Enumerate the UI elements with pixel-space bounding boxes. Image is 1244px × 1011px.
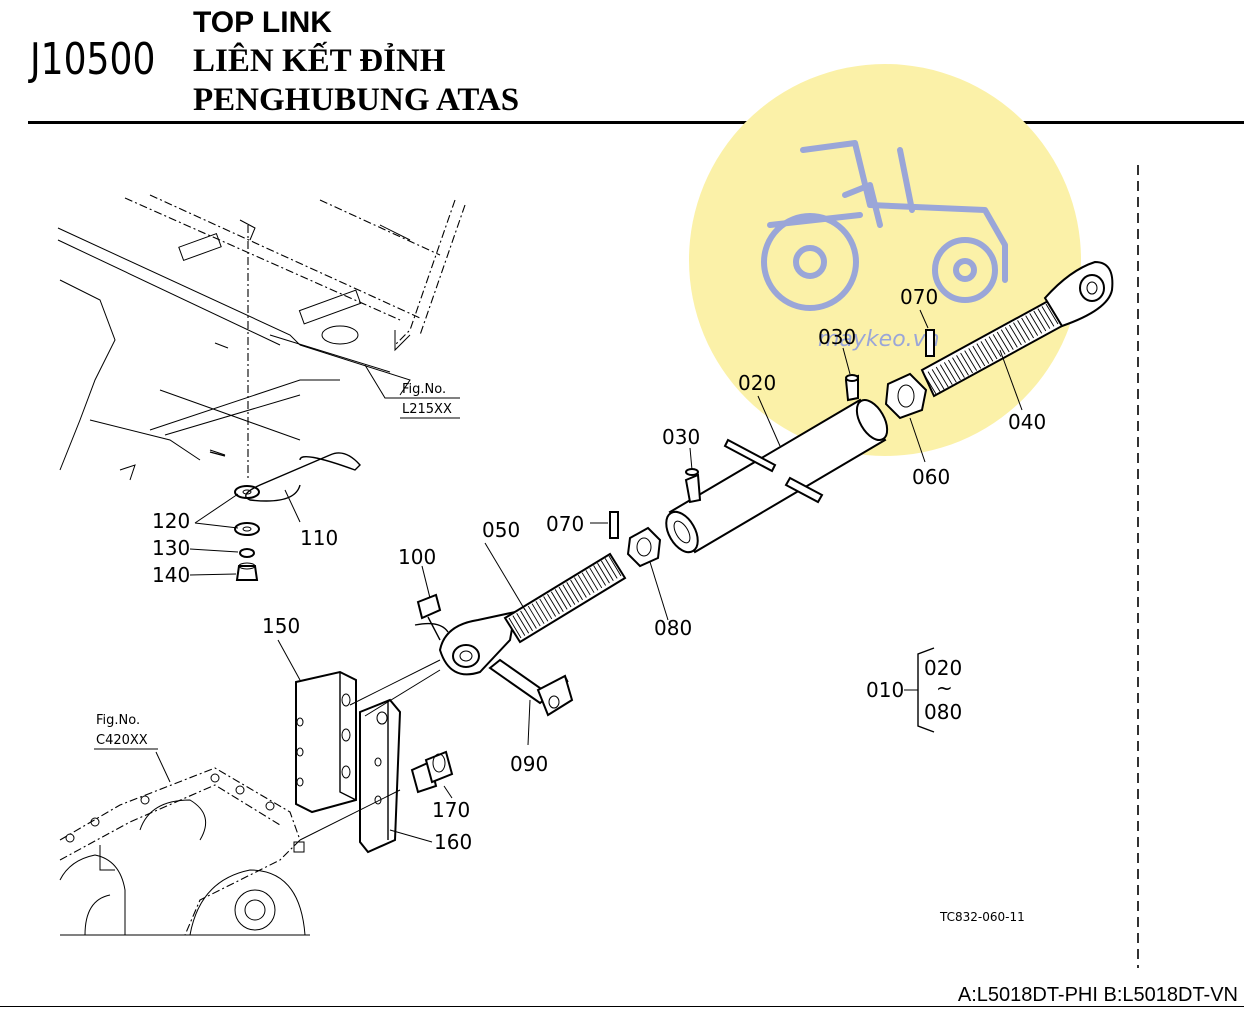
threaded-rod-050 xyxy=(438,552,627,676)
label-070-upper: 070 xyxy=(900,285,938,309)
label-110: 110 xyxy=(300,526,338,550)
label-030-upper: 030 xyxy=(818,325,856,349)
label-160: 160 xyxy=(434,830,472,854)
fig-ref-bottom-label: Fig.No. xyxy=(96,713,140,728)
label-020-range-start: 020 xyxy=(924,656,962,680)
model-footer: A:L5018DT-PHI B:L5018DT-VN xyxy=(957,984,1238,1006)
threaded-rod-040 xyxy=(920,260,1114,398)
lynch-pin-110 xyxy=(245,452,361,502)
transmission-housing xyxy=(59,767,310,936)
header-rule xyxy=(28,121,1244,124)
label-150: 150 xyxy=(262,614,300,638)
label-140: 140 xyxy=(152,563,190,587)
label-060: 060 xyxy=(912,465,950,489)
title-vietnamese: LIÊN KẾT ĐỈNH xyxy=(193,43,446,79)
label-020: 020 xyxy=(738,371,776,395)
label-090: 090 xyxy=(510,752,548,776)
footer-rule xyxy=(0,1006,1244,1007)
label-010: 010 xyxy=(866,678,904,702)
hardware-stack xyxy=(209,451,260,581)
watermark-circle xyxy=(689,64,1081,456)
title-english: TOP LINK xyxy=(193,6,332,39)
drawing-code: TC832-060-11 xyxy=(939,910,1025,924)
pin-100 xyxy=(414,593,449,641)
spring-pin-070-upper xyxy=(925,329,935,357)
watermark: maykeo.vn xyxy=(689,64,1081,456)
label-120: 120 xyxy=(152,509,190,533)
fig-ref-top-number: L215XX xyxy=(402,402,452,417)
label-range-tilde: ~ xyxy=(936,676,953,700)
label-070-lower: 070 xyxy=(546,512,584,536)
tractor-icon xyxy=(761,140,1008,311)
bracket-150 xyxy=(295,670,357,814)
fig-ref-top-label: Fig.No. xyxy=(402,382,446,397)
label-170: 170 xyxy=(432,798,470,822)
title-indonesian: PENGHUBUNG ATAS xyxy=(193,82,520,118)
label-100: 100 xyxy=(398,545,436,569)
upper-frame xyxy=(57,194,466,481)
label-130: 130 xyxy=(152,536,190,560)
bracket-160 xyxy=(359,698,402,854)
label-030-lower: 030 xyxy=(662,425,700,449)
nut-080 xyxy=(626,526,662,568)
label-050: 050 xyxy=(482,518,520,542)
nut-060 xyxy=(884,372,928,420)
section-code: J10500 xyxy=(30,34,156,85)
fig-ref-bottom-number: C420XX xyxy=(96,733,148,748)
label-040: 040 xyxy=(1008,410,1046,434)
tube-020 xyxy=(665,374,889,554)
pin-090 xyxy=(488,658,574,717)
spring-pin-070-lower xyxy=(609,511,619,539)
label-080: 080 xyxy=(654,616,692,640)
watermark-text: maykeo.vn xyxy=(818,327,940,352)
bolt-170 xyxy=(410,750,454,794)
label-080-range-end: 080 xyxy=(924,700,962,724)
assembly-index xyxy=(904,647,935,733)
